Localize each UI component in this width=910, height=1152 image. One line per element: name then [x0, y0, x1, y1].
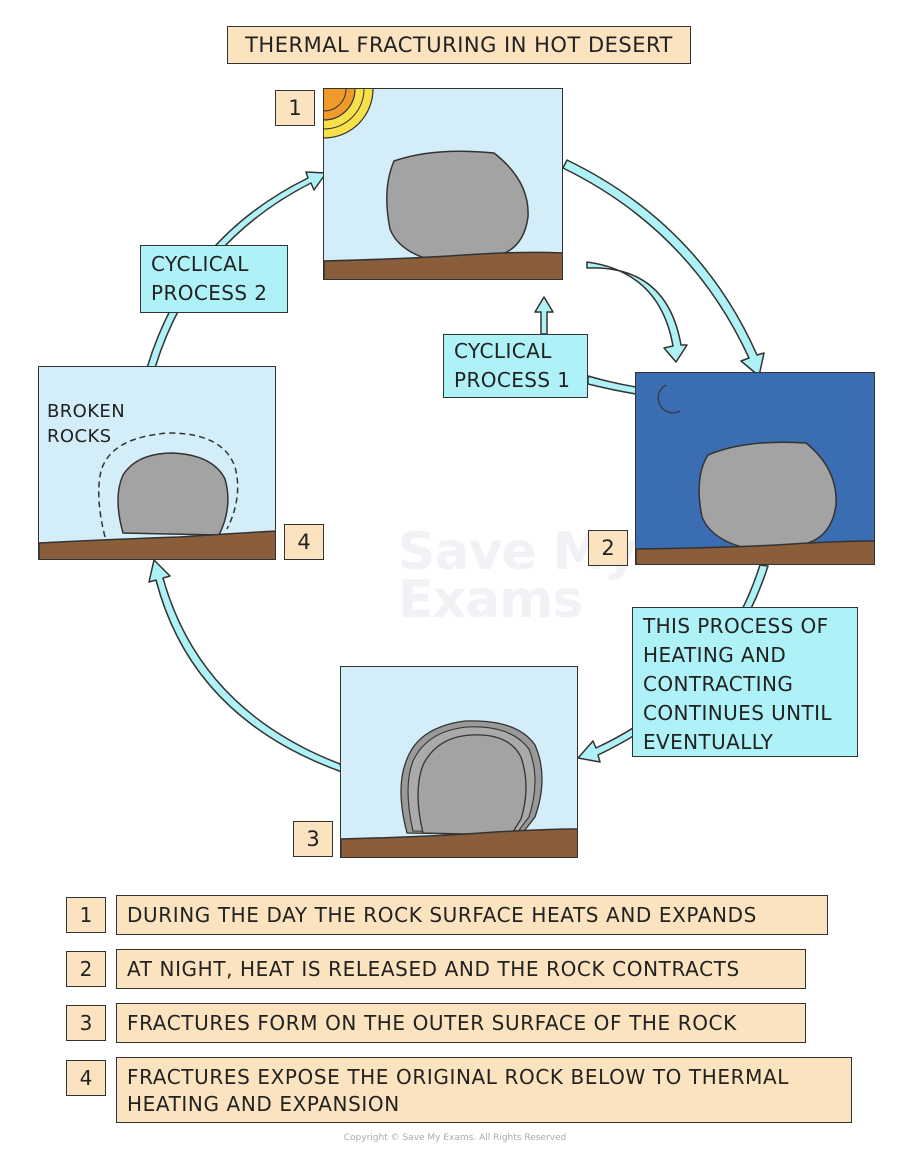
arrow-cyclical1-up: [534, 296, 554, 335]
legend-3-text: FRACTURES FORM ON THE OUTER SURFACE OF T…: [116, 1003, 806, 1043]
broken-rocks-label: BROKEN ROCKS: [47, 401, 126, 447]
copyright: Copyright © Save My Exams. All Rights Re…: [343, 1133, 567, 1143]
stage-1-number: 1: [275, 90, 315, 126]
stage-2-number: 2: [588, 530, 628, 566]
process-note: THIS PROCESS OF HEATING AND CONTRACTING …: [632, 607, 858, 757]
legend-3-number: 3: [66, 1005, 106, 1041]
watermark-line2: Exams: [398, 570, 583, 630]
broken-rock-outline: [98, 432, 239, 538]
ground: [636, 540, 874, 564]
stage-4-number: 4: [284, 524, 324, 560]
arrow-inner-to-stage2: [586, 261, 688, 363]
arrow-stage1-to-stage2: [562, 159, 765, 377]
stage-2-panel: [635, 372, 875, 565]
stage-4-panel: BROKEN ROCKS: [38, 366, 276, 560]
ground: [39, 530, 275, 559]
cyclical-process-2-label: CYCLICAL PROCESS 2: [140, 245, 288, 313]
legend-1-number: 1: [66, 897, 106, 933]
cyclical-process-1-label: CYCLICAL PROCESS 1: [443, 334, 588, 398]
arrow-stage3-to-stage4: [148, 559, 343, 773]
arrow-cyclical1-link: [587, 375, 637, 395]
sun-icon: [324, 89, 374, 139]
rock: [698, 441, 837, 550]
ground: [341, 828, 577, 857]
stage-1-panel: [323, 88, 563, 280]
ground: [324, 251, 562, 279]
legend-1-text: DURING THE DAY THE ROCK SURFACE HEATS AN…: [116, 895, 828, 935]
legend-2-number: 2: [66, 951, 106, 987]
page-title: THERMAL FRACTURING IN HOT DESERT: [227, 26, 691, 64]
stage-3-panel: [340, 666, 578, 858]
rock: [386, 150, 529, 264]
rock: [117, 452, 229, 536]
moon-icon: [657, 384, 681, 414]
stage-3-number: 3: [293, 821, 333, 857]
legend-2-text: AT NIGHT, HEAT IS RELEASED AND THE ROCK …: [116, 949, 806, 989]
legend-4-number: 4: [66, 1060, 106, 1096]
rock: [417, 734, 527, 836]
legend-4-text: FRACTURES EXPOSE THE ORIGINAL ROCK BELOW…: [116, 1057, 852, 1123]
